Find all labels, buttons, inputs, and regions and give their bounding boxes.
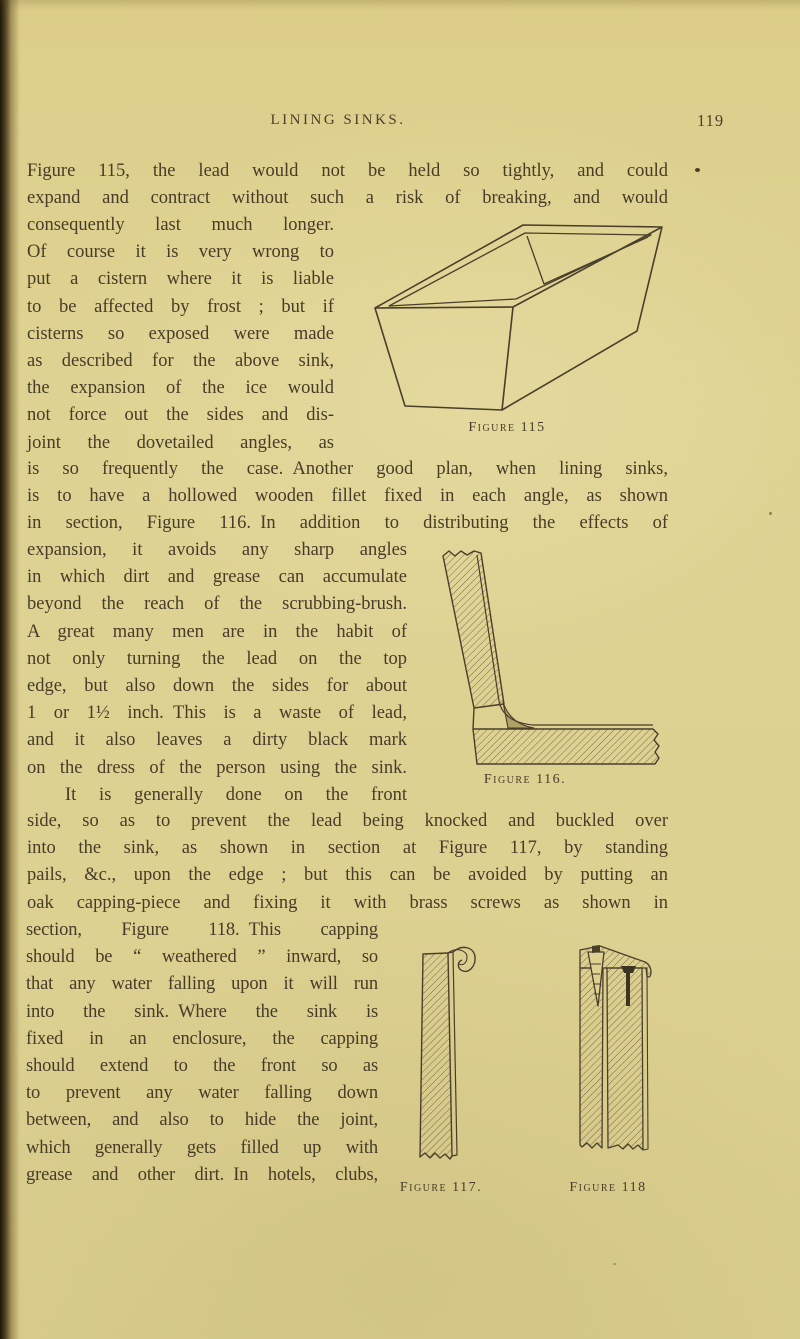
- column-beside-figure-116: expansion, it avoids any sharp angles in…: [27, 537, 407, 809]
- lead-turned-edge-illustration: [419, 946, 476, 1160]
- figure-115-drawing: [370, 220, 666, 423]
- text-line: not only turning the lead on the top: [27, 648, 407, 669]
- text-line: and it also leaves a dirty black mark: [27, 730, 407, 751]
- ink-speck: [613, 1263, 616, 1265]
- text-line: is to have a hollowed wooden fillet fixe…: [27, 486, 668, 507]
- oak-capping-screws-illustration: [579, 945, 652, 1151]
- text-line: expansion, it avoids any sharp angles: [27, 540, 407, 560]
- column-beside-figure-115: consequently last much longer. Of course…: [27, 212, 334, 457]
- text-line: side, so as to prevent the lead being kn…: [27, 811, 668, 831]
- figure-115-caption: Figure 115: [468, 420, 546, 435]
- text-line: into the sink, as shown in section at Fi…: [27, 838, 668, 859]
- figure-116-drawing: [437, 546, 665, 773]
- text-line: put a cistern where it is liable: [27, 269, 334, 290]
- sink-perspective-illustration: [374, 224, 663, 411]
- figure-118-drawing: [574, 942, 660, 1165]
- ink-speck: [695, 168, 700, 172]
- text-line: on the dress of the person using the sin…: [27, 757, 407, 778]
- running-header: LINING SINKS.: [270, 112, 406, 128]
- text-line: that any water falling upon it will run: [26, 974, 378, 995]
- fillet-section-illustration: [442, 550, 660, 765]
- text-line: Of course it is very wrong to: [27, 242, 334, 263]
- text-line: beyond the reach of the scrubbing-brush.: [27, 594, 407, 615]
- text-line: fixed in an enclosure, the capping: [26, 1028, 378, 1049]
- binding-gutter-shadow: [0, 0, 20, 1339]
- text-line: into the sink. Where the sink is: [26, 1001, 378, 1022]
- text-line: It is generally done on the front: [65, 784, 407, 805]
- text-line: should extend to the front so as: [26, 1055, 378, 1076]
- text-line: the expansion of the ice would: [27, 378, 334, 399]
- text-line: 1 or 1½ inch. This is a waste of lead,: [27, 703, 407, 724]
- text-line: as described for the above sink,: [27, 350, 334, 371]
- text-line: grease and other dirt. In hotels, clubs,: [26, 1164, 378, 1185]
- ink-speck: [769, 512, 772, 515]
- paragraph-lower: side, so as to prevent the lead being kn…: [27, 808, 668, 917]
- text-line: cisterns so exposed were made: [27, 323, 334, 344]
- text-line: Figure 115, the lead would not be held s…: [27, 161, 668, 181]
- text-line: consequently last much longer.: [27, 215, 334, 235]
- text-line: should be “ weathered ” inward, so: [26, 947, 378, 968]
- paragraph-middle: is so frequently the case. Another good …: [27, 456, 668, 538]
- text-line: oak capping-piece and fixing it with bra…: [27, 892, 668, 913]
- figure-118-caption: Figure 118: [569, 1180, 647, 1195]
- page-number: 119: [697, 111, 725, 130]
- paragraph-opening: Figure 115, the lead would not be held s…: [27, 158, 668, 212]
- figure-117-drawing: [416, 944, 480, 1171]
- text-line: edge, but also down the sides for about: [27, 675, 407, 696]
- text-line: joint the dovetailed angles, as: [27, 432, 334, 453]
- text-line: expand and contract without such a risk …: [27, 188, 668, 209]
- text-line: which generally gets filled up with: [26, 1137, 378, 1158]
- text-line: to be affected by frost ; but if: [27, 296, 334, 317]
- text-line: to prevent any water falling down: [26, 1083, 378, 1104]
- text-line: section, Figure 118. This capping: [26, 920, 378, 940]
- column-beside-figures-117-118: section, Figure 118. This capping should…: [26, 917, 378, 1189]
- text-line: A great many men are in the habit of: [27, 621, 407, 642]
- figure-117-caption: Figure 117.: [399, 1180, 483, 1195]
- text-line: in section, Figure 116. In addition to d…: [27, 513, 668, 534]
- figure-116-caption: Figure 116.: [483, 772, 567, 787]
- text-line: is so frequently the case. Another good …: [27, 459, 668, 479]
- text-line: between, and also to hide the joint,: [26, 1110, 378, 1131]
- page-top-shade: [0, 0, 800, 10]
- text-line: pails, &c., upon the edge ; but this can…: [27, 865, 668, 886]
- text-line: in which dirt and grease can accumulate: [27, 567, 407, 588]
- text-line: not force out the sides and dis-: [27, 405, 334, 426]
